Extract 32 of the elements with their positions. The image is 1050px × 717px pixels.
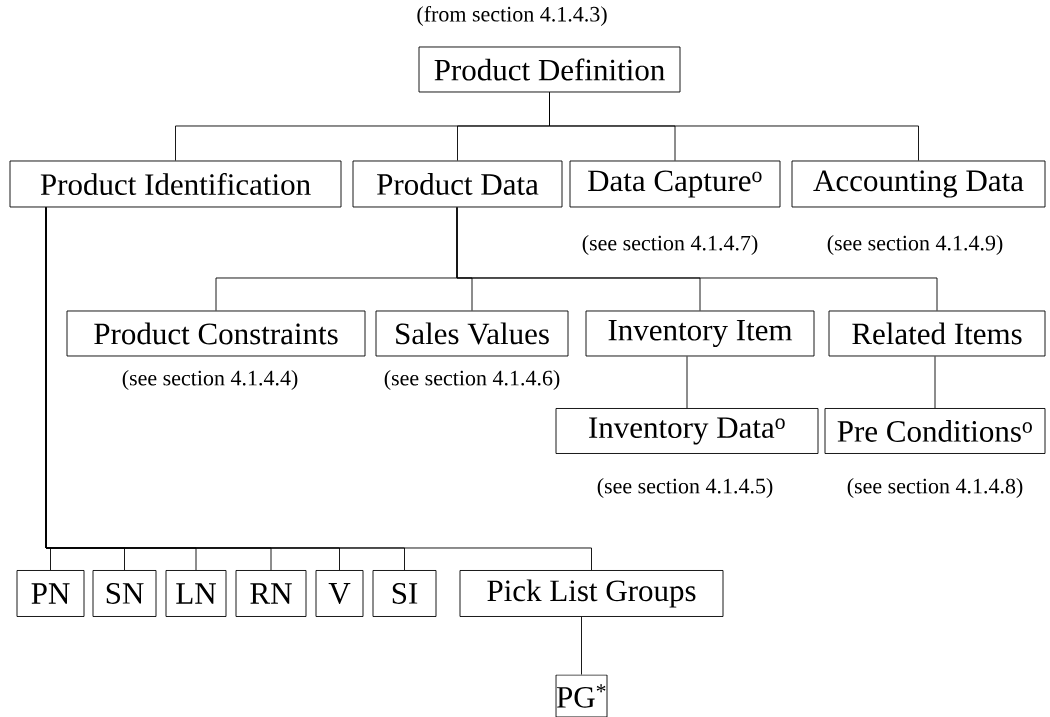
section-reference: (see section 4.1.4.8) — [847, 478, 1023, 498]
section-reference: (see section 4.1.4.7) — [582, 235, 758, 255]
connector-line — [934, 356, 936, 409]
process-box: SI — [372, 570, 437, 617]
process-box: Accounting Data — [791, 160, 1046, 208]
process-box: Pre Conditions$^{o}$ — [824, 408, 1046, 454]
connector-line — [456, 207, 938, 311]
connector-line — [45, 207, 592, 571]
process-box: Data Capture$^{o}$ — [569, 160, 781, 208]
process-box: Pick List Groups — [459, 570, 724, 617]
process-box: Product Data — [352, 160, 563, 208]
process-box: Inventory Item — [585, 310, 815, 357]
process-box: RN — [235, 570, 307, 617]
section-reference: (from section 4.1.4.3) — [417, 5, 607, 27]
process-box: Related Items — [828, 310, 1046, 357]
connector-line — [581, 616, 582, 675]
process-box: Product Definition — [418, 46, 681, 93]
process-box: PG$^{*}$ — [555, 674, 608, 717]
process-box: SN — [92, 570, 157, 617]
section-reference: (see section 4.1.4.5) — [597, 478, 773, 498]
section-reference: (see section 4.1.4.9) — [827, 235, 1003, 255]
section-reference: (see section 4.1.4.6) — [384, 370, 560, 390]
process-box: Product Identification — [9, 160, 342, 208]
process-box: LN — [165, 570, 227, 617]
process-box: Product Constraints — [66, 310, 366, 357]
connector-line — [686, 356, 688, 409]
connector-line — [549, 92, 919, 161]
process-box: Sales Values — [375, 310, 569, 357]
process-box: V — [315, 570, 364, 617]
section-reference: (see section 4.1.4.4) — [122, 370, 298, 390]
process-box: PN — [16, 570, 85, 617]
process-box: Inventory Data$^{o}$ — [555, 408, 819, 454]
